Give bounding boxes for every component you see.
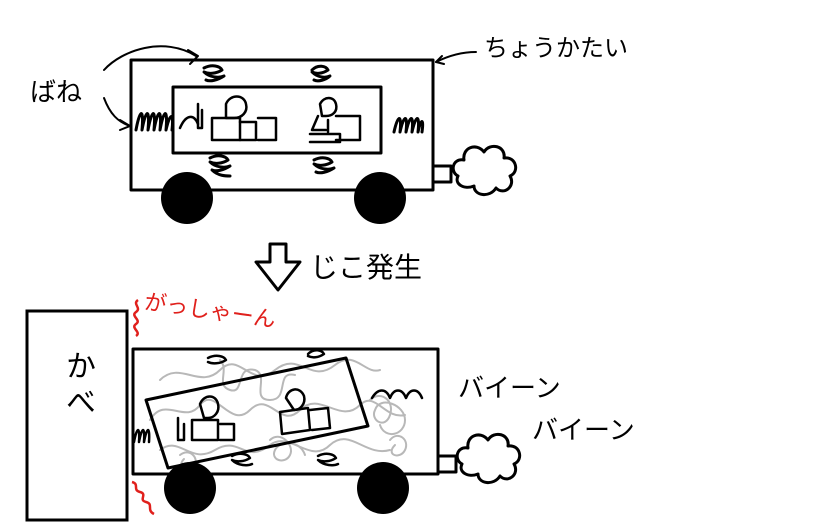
bottom-tilted-cabin — [144, 356, 370, 470]
accident-label: じこ発生 — [310, 251, 423, 284]
top-spring-arrowhead-lower — [119, 119, 131, 131]
bottom-wheel-right — [357, 462, 409, 514]
bottom-vehicle — [131, 347, 522, 484]
top-upper-spring-right — [310, 64, 332, 83]
bottom-upper-spring-right — [306, 349, 326, 359]
bounce-sound-1: バイーン — [458, 374, 561, 404]
top-body-arrow — [435, 51, 477, 63]
wall — [25, 309, 129, 522]
top-lower-spring-right — [312, 156, 336, 175]
wall-label: かべ — [60, 350, 95, 422]
bottom-upper-spring-left — [206, 354, 228, 365]
top-smoke-cloud — [451, 144, 518, 196]
top-lower-spring-left — [208, 154, 232, 178]
bounce-sound-2: バイーン — [532, 416, 635, 446]
top-spring-arrowhead-upper — [187, 49, 199, 65]
bottom-smoke-cloud — [455, 432, 522, 484]
bottom-chaos-scribble — [149, 358, 408, 472]
spring-label: ばね — [30, 78, 83, 108]
impact-mark-upper — [133, 298, 140, 338]
top-figure-left — [178, 95, 278, 142]
bottom-lower-spring-right — [316, 452, 340, 467]
bottom-lower-spring-left — [230, 452, 254, 467]
top-wheel-right — [354, 172, 406, 224]
top-body-arrowhead — [435, 55, 445, 65]
top-left-springs — [134, 112, 174, 132]
top-figure-right — [308, 96, 362, 144]
top-right-springs — [392, 117, 425, 134]
top-exhaust-pipe — [431, 164, 453, 184]
top-spring-arrow-lower — [103, 97, 131, 127]
bottom-vehicle-body — [131, 347, 440, 476]
top-vehicle — [103, 45, 518, 196]
bottom-right-spring — [370, 389, 424, 400]
top-wheel-left — [161, 172, 213, 224]
bottom-wheel-left — [164, 462, 216, 514]
bottom-exhaust-pipe — [436, 454, 458, 474]
down-arrow-icon — [254, 242, 302, 292]
impact-mark-lower — [131, 480, 155, 516]
top-vehicle-body — [129, 58, 435, 192]
bottom-figures — [176, 388, 332, 442]
top-upper-spring-left — [202, 64, 226, 83]
bottom-left-springs — [132, 428, 151, 444]
top-spring-arrow-upper — [103, 45, 197, 71]
body-hardness-label: ちょうかたい — [484, 34, 628, 62]
